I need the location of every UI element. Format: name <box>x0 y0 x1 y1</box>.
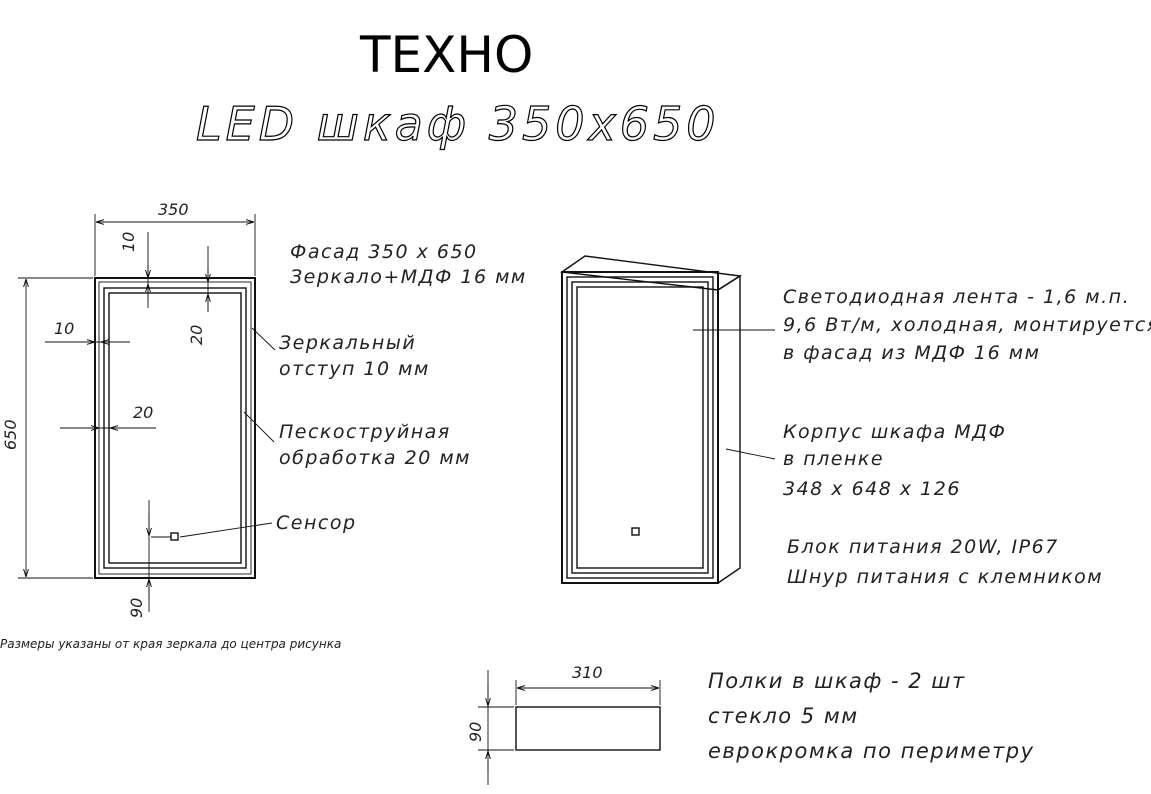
leader-body <box>725 448 776 460</box>
iso-sensor <box>631 527 640 536</box>
led-note-line2: 9,6 Вт/м, холодная, монтируется <box>783 314 1151 336</box>
mirror-offset-note-line2: отступ 10 мм <box>279 358 430 380</box>
iso-sandblast-strip-outer <box>571 281 709 574</box>
leader-sensor <box>179 522 273 538</box>
drawing-title: ТЕХНО <box>359 26 533 84</box>
sandblast-note-line2: обработка 20 мм <box>279 447 471 469</box>
body-note-line1: Корпус шкафа МДФ <box>783 421 1006 443</box>
iso-body-side <box>717 274 741 585</box>
dim-left-offset-label: 10 <box>54 319 74 338</box>
iso-front-frame <box>561 271 719 584</box>
shelf-note-line1: Полки в шкаф - 2 шт <box>708 669 966 693</box>
front-view: 350 650 10 20 10 20 90 <box>1 200 276 618</box>
led-note-line3: в фасад из МДФ 16 мм <box>783 342 1040 364</box>
power-note-line2: Шнур питания с клемником <box>787 566 1103 588</box>
led-note-line1: Светодиодная лента - 1,6 м.п. <box>783 286 1130 308</box>
iso-view <box>560 255 776 585</box>
sensor-note: Сенсор <box>276 512 357 534</box>
body-note-line3: 348 х 648 х 126 <box>783 478 961 500</box>
iso-sandblast-strip-inner <box>576 286 704 569</box>
shelf-note-line3: еврокромка по периметру <box>708 739 1035 763</box>
shelf-dim-width-label: 310 <box>572 663 603 682</box>
dim-width-label: 350 <box>158 200 189 219</box>
iso-mirror-edge <box>566 276 714 579</box>
dimension-footnote: Размеры указаны от края зеркала до центр… <box>0 637 341 651</box>
dim-height-label: 650 <box>1 419 20 450</box>
dim-left-inner-label: 20 <box>133 403 153 422</box>
leader-mirror-offset <box>251 327 276 351</box>
sandblast-note-line1: Пескоструйная <box>279 421 451 443</box>
shelf-outline <box>515 706 661 751</box>
shelf-dim-height-label: 90 <box>466 722 485 742</box>
dim-top-inner-label: 20 <box>187 325 206 345</box>
front-sensor <box>170 532 179 541</box>
leader-sandblast <box>243 411 275 443</box>
power-note-line1: Блок питания 20W, IP67 <box>787 536 1059 558</box>
dim-sensor-label: 90 <box>127 598 146 618</box>
dim-top-offset-label: 10 <box>119 232 138 252</box>
shelf-note-line2: стекло 5 мм <box>708 704 859 728</box>
body-note-line2: в пленке <box>783 448 884 470</box>
shelf-view: 310 90 <box>466 663 661 785</box>
drawing-subtitle: LED шкаф 350x650 <box>196 97 720 151</box>
mirror-offset-note-line1: Зеркальный <box>279 332 416 354</box>
facade-note-line2: Зеркало+МДФ 16 мм <box>290 266 527 288</box>
facade-note-line1: Фасад 350 х 650 <box>290 241 478 263</box>
